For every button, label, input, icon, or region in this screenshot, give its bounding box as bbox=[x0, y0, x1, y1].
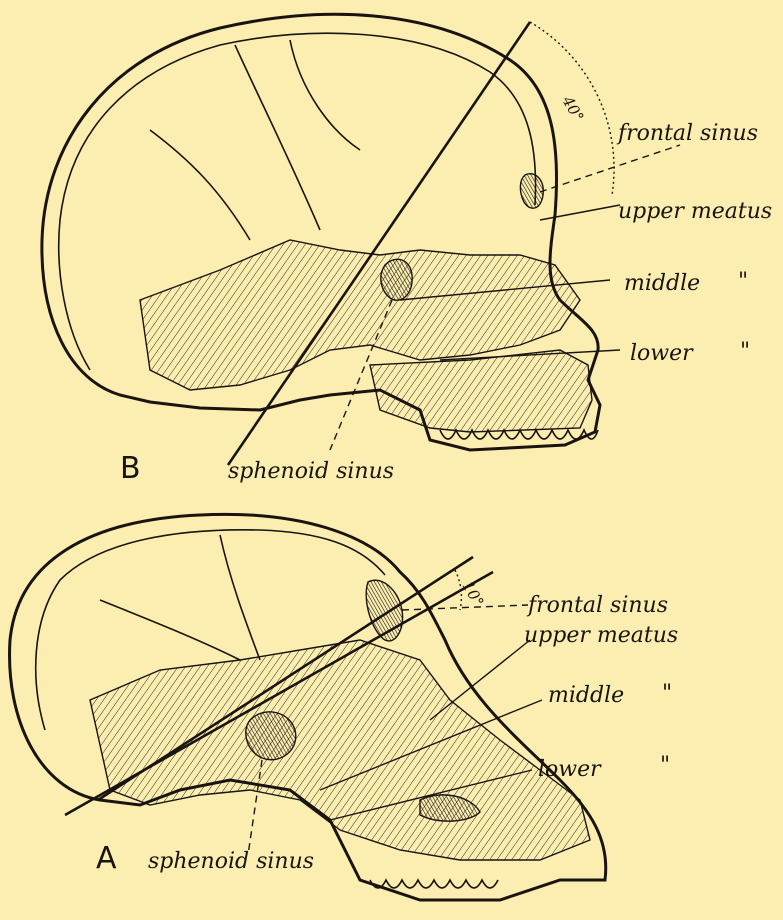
panel-b-lower-ditto: " bbox=[740, 339, 750, 364]
panel-a-middle-ditto: " bbox=[662, 681, 672, 706]
panel-b-angle-label: 40° bbox=[558, 92, 587, 125]
panel-a-sphenoid-sinus-shape bbox=[246, 712, 296, 760]
panel-a-upper-meatus-label: upper meatus bbox=[524, 623, 678, 648]
panel-b-frontal-sinus-leader bbox=[540, 145, 680, 192]
panel-b-frontal-sinus-label: frontal sinus bbox=[616, 121, 758, 146]
panel-a-angle-label: 10° bbox=[459, 578, 488, 610]
panel-b-middle-label: middle bbox=[624, 271, 700, 296]
panel-b-sphenoid-sinus-label: sphenoid sinus bbox=[228, 459, 394, 484]
panel-b-lower-label: lower bbox=[630, 341, 694, 366]
panel-a-sphenoid-sinus-label: sphenoid sinus bbox=[148, 849, 314, 874]
panel-a-frontal-sinus-label: frontal sinus bbox=[526, 593, 668, 618]
panel-b-upper-meatus-label: upper meatus bbox=[618, 199, 772, 224]
panel-b-letter: B bbox=[120, 451, 141, 486]
panel-a-letter: A bbox=[96, 841, 117, 876]
panel-a-lower-label: lower bbox=[538, 757, 602, 782]
panel-a: 10° frontal sinus upper meatus middle " … bbox=[10, 514, 679, 900]
panel-b-middle-ditto: " bbox=[738, 269, 748, 294]
panel-a-lower-ditto: " bbox=[660, 753, 670, 778]
panel-b: 40° frontal sinus upper meatus middle " … bbox=[42, 14, 772, 486]
panel-b-sphenoid-sinus-shape bbox=[381, 259, 412, 300]
panel-a-middle-label: middle bbox=[548, 683, 624, 708]
